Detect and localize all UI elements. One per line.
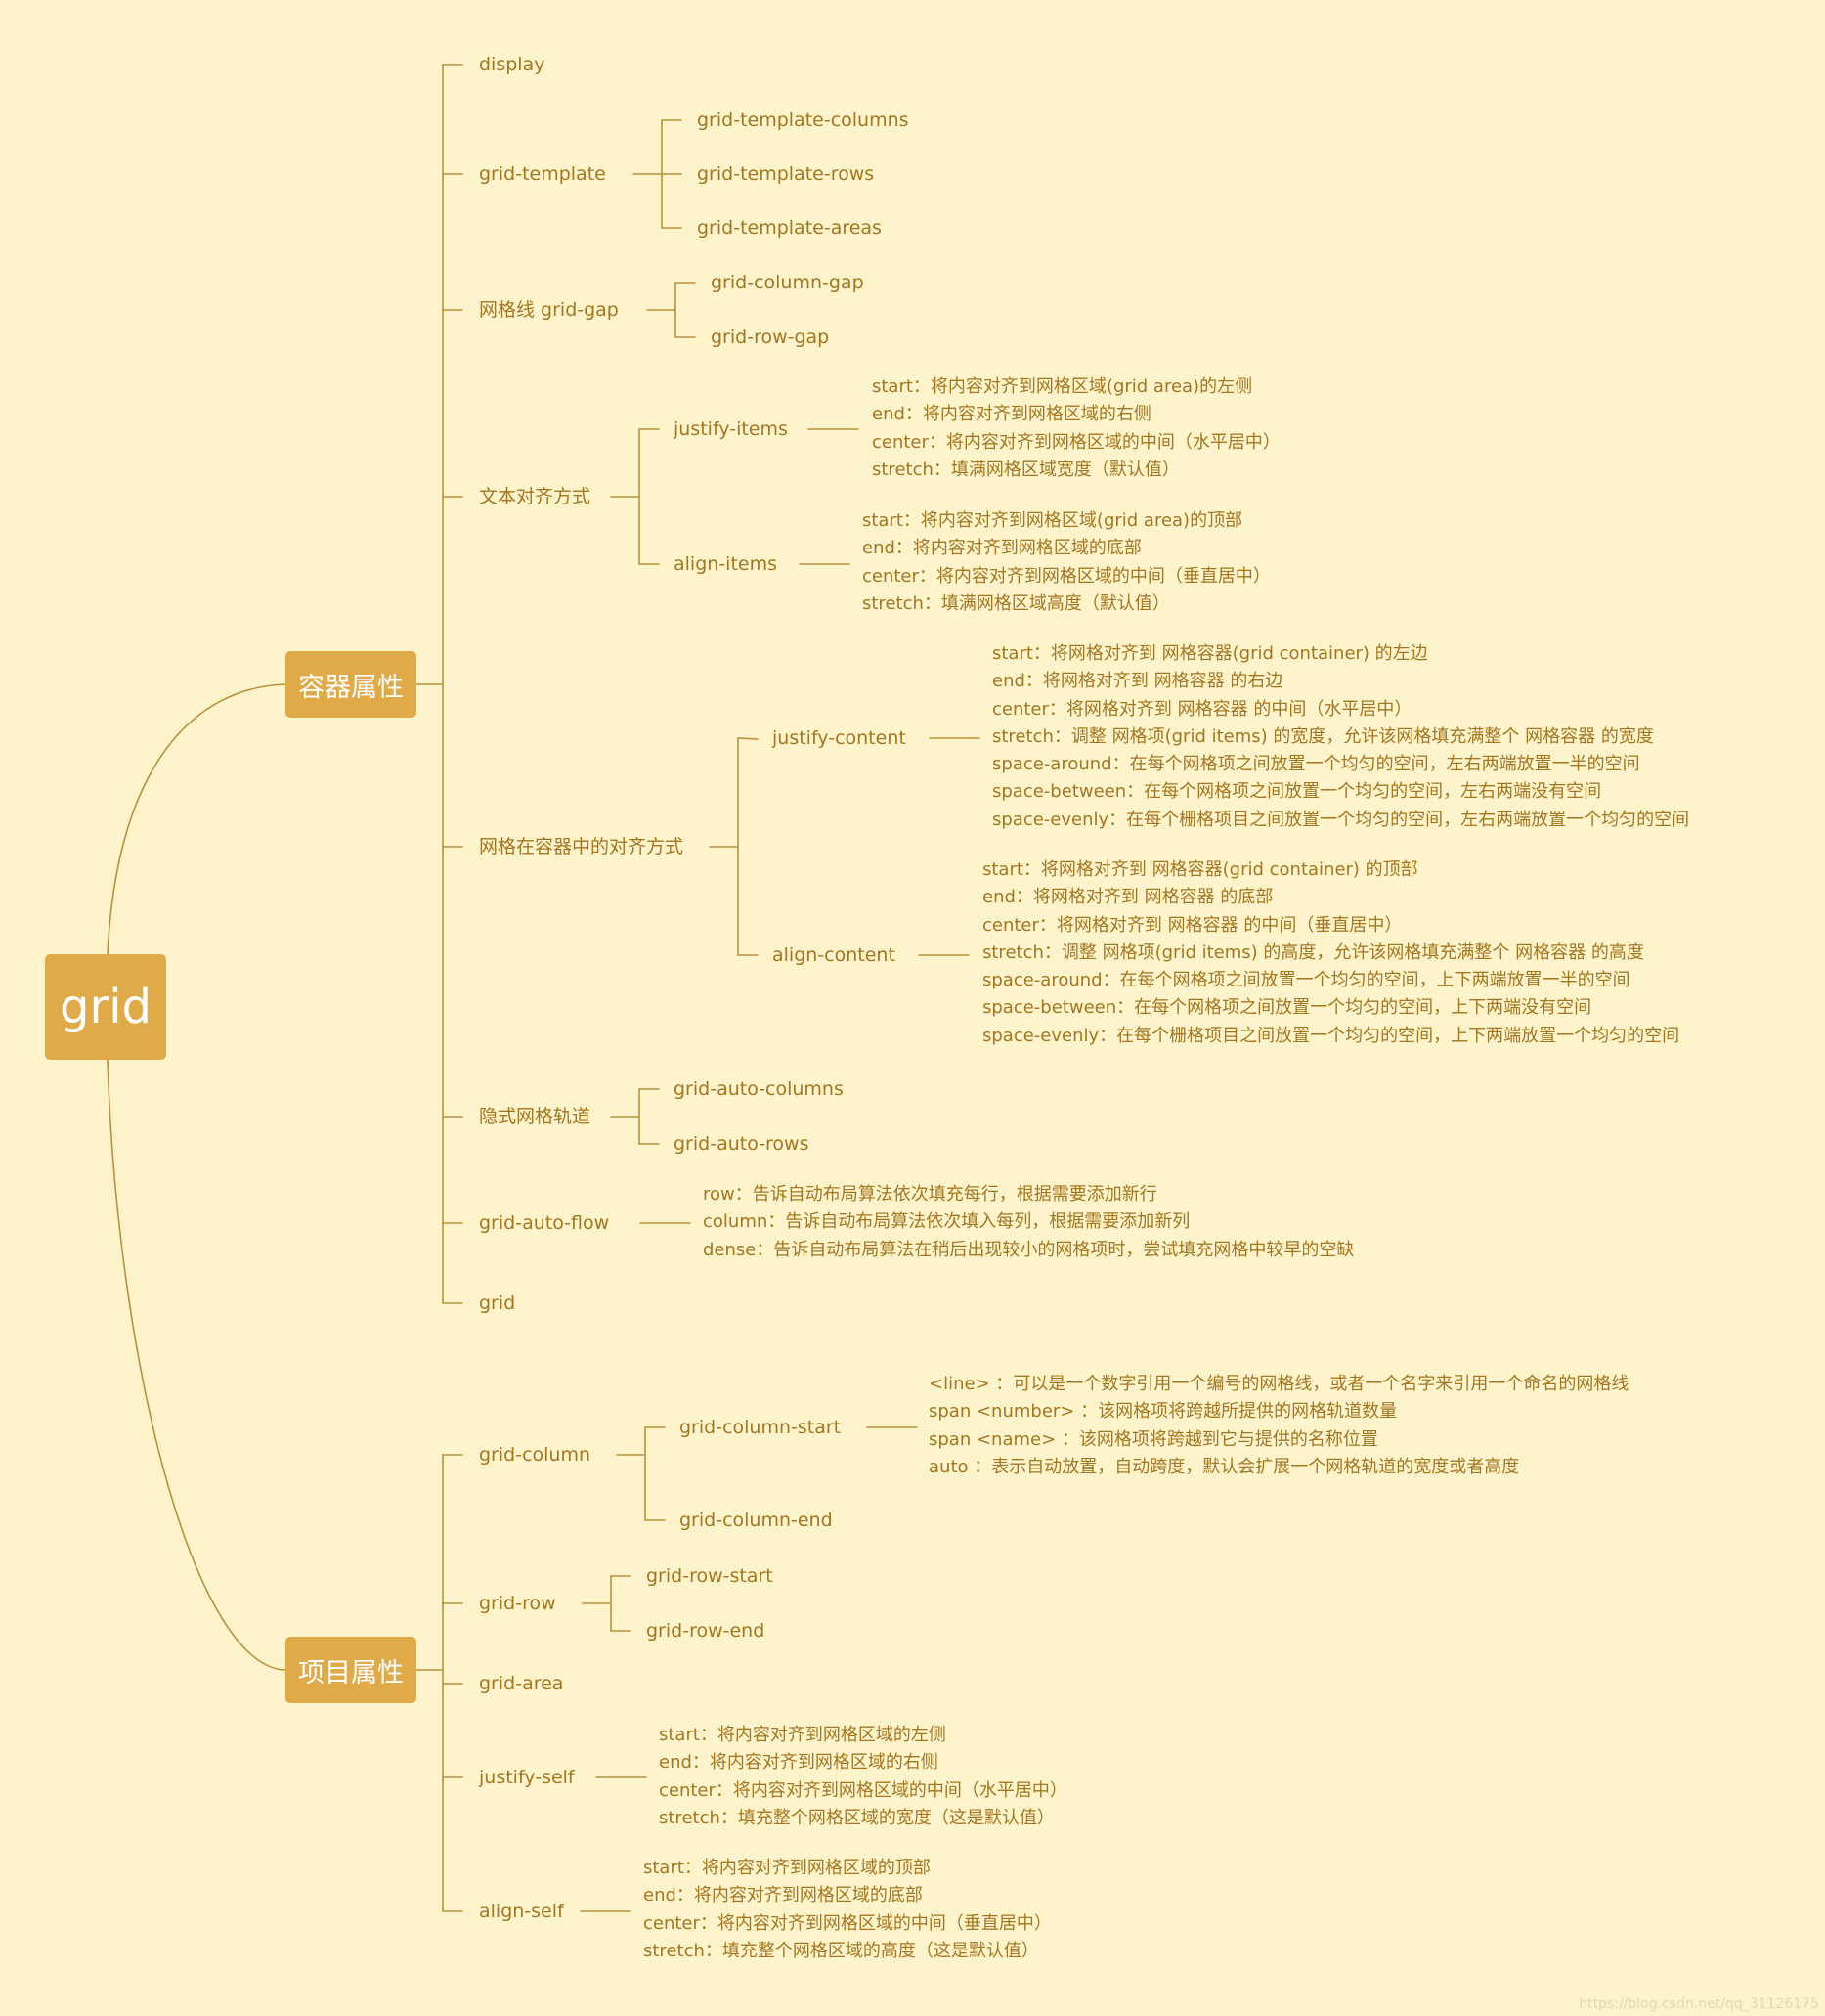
value-line: space-evenly：在每个栅格项目之间放置一个均匀的空间，上下两端放置一个… bbox=[982, 1025, 1680, 1046]
value-line: stretch：填满网格区域高度（默认值） bbox=[862, 592, 1170, 614]
node-grid-alignment[interactable]: 网格在容器中的对齐方式 bbox=[479, 836, 684, 857]
connector-root-container bbox=[107, 683, 286, 955]
node-grid-auto-flow[interactable]: grid-auto-flow bbox=[479, 1212, 610, 1234]
grid-column-start-values: <line> ：可以是一个数字引用一个编号的网格线，或者一个名字来引用一个命名的… bbox=[929, 1371, 1629, 1481]
node-grid[interactable]: grid bbox=[479, 1293, 516, 1314]
node-justify-content[interactable]: justify-content bbox=[772, 727, 906, 749]
value-line: stretch：调整 网格项(grid items) 的高度，允许该网格填充满整… bbox=[982, 942, 1644, 963]
value-line: start：将内容对齐到网格区域的顶部 bbox=[643, 1858, 931, 1878]
node-grid-row-gap[interactable]: grid-row-gap bbox=[711, 327, 830, 348]
value-line: end：将内容对齐到网格区域的底部 bbox=[643, 1885, 923, 1906]
align-self-values: start：将内容对齐到网格区域的顶部 end：将内容对齐到网格区域的底部 ce… bbox=[643, 1855, 1052, 1965]
node-grid-column-end[interactable]: grid-column-end bbox=[679, 1510, 833, 1531]
node-grid-row[interactable]: grid-row bbox=[479, 1593, 556, 1614]
value-line: span <name> ：该网格项将跨越到它与提供的名称位置 bbox=[929, 1428, 1378, 1450]
node-grid-template[interactable]: grid-template bbox=[479, 163, 606, 185]
node-grid-row-end[interactable]: grid-row-end bbox=[646, 1620, 765, 1642]
value-line: space-evenly：在每个栅格项目之间放置一个均匀的空间，左右两端放置一个… bbox=[992, 809, 1690, 830]
value-line: start：将网格对齐到 网格容器(grid container) 的左边 bbox=[992, 643, 1428, 664]
value-line: stretch：填充整个网格区域的宽度（这是默认值） bbox=[659, 1807, 1055, 1828]
value-line: center：将内容对齐到网格区域的中间（垂直居中） bbox=[643, 1912, 1052, 1934]
node-grid-auto-columns[interactable]: grid-auto-columns bbox=[674, 1078, 844, 1100]
value-line: center：将网格对齐到 网格容器 的中间（垂直居中） bbox=[982, 914, 1403, 936]
node-display[interactable]: display bbox=[479, 54, 545, 75]
value-line: space-around：在每个网格项之间放置一个均匀的空间，左右两端放置一半的… bbox=[992, 754, 1640, 775]
watermark: https://blog.csdn.net/qq_31126175 bbox=[1579, 1996, 1819, 2012]
node-grid-column-gap[interactable]: grid-column-gap bbox=[711, 272, 864, 293]
value-line: stretch：填满网格区域宽度（默认值） bbox=[872, 459, 1180, 480]
justify-content-values: start：将网格对齐到 网格容器(grid container) 的左边 en… bbox=[992, 640, 1689, 834]
value-line: space-around：在每个网格项之间放置一个均匀的空间，上下两端放置一半的… bbox=[982, 970, 1630, 991]
node-justify-self[interactable]: justify-self bbox=[479, 1767, 575, 1788]
node-align-self[interactable]: align-self bbox=[479, 1901, 564, 1922]
node-align-items[interactable]: align-items bbox=[674, 553, 777, 575]
node-grid-column-start[interactable]: grid-column-start bbox=[679, 1417, 842, 1438]
node-grid-gap[interactable]: 网格线 grid-gap bbox=[479, 299, 619, 321]
node-grid-auto-rows[interactable]: grid-auto-rows bbox=[674, 1133, 809, 1155]
item-properties-node[interactable]: 项目属性 bbox=[285, 1637, 416, 1703]
node-grid-template-areas[interactable]: grid-template-areas bbox=[697, 217, 882, 239]
node-grid-column[interactable]: grid-column bbox=[479, 1444, 591, 1466]
justify-self-values: start：将内容对齐到网格区域的左侧 end：将内容对齐到网格区域的右侧 ce… bbox=[659, 1722, 1067, 1832]
node-align-content[interactable]: align-content bbox=[772, 944, 895, 966]
value-line: end：将内容对齐到网格区域的右侧 bbox=[659, 1752, 938, 1774]
value-line: <line> ：可以是一个数字引用一个编号的网格线，或者一个名字来引用一个命名的… bbox=[929, 1374, 1629, 1394]
node-grid-area[interactable]: grid-area bbox=[479, 1673, 564, 1694]
value-line: center：将内容对齐到网格区域的中间（垂直居中） bbox=[862, 565, 1271, 587]
value-line: end：将网格对齐到 网格容器 的底部 bbox=[982, 887, 1274, 908]
value-line: stretch：填充整个网格区域的高度（这是默认值） bbox=[643, 1940, 1039, 1961]
node-justify-items[interactable]: justify-items bbox=[674, 418, 788, 440]
root-node[interactable]: grid bbox=[45, 954, 166, 1060]
justify-items-values: start：将内容对齐到网格区域(grid area)的左侧 end：将内容对齐… bbox=[872, 373, 1281, 484]
value-line: row：告诉自动布局算法依次填充每行，根据需要添加新行 bbox=[703, 1184, 1157, 1205]
value-line: start：将内容对齐到网格区域(grid area)的顶部 bbox=[862, 510, 1243, 531]
align-items-values: start：将内容对齐到网格区域(grid area)的顶部 end：将内容对齐… bbox=[862, 507, 1271, 618]
node-text-alignment[interactable]: 文本对齐方式 bbox=[479, 486, 591, 507]
value-line: center：将内容对齐到网格区域的中间（水平居中） bbox=[872, 431, 1281, 453]
value-line: span <number> ：该网格项将跨越所提供的网格轨道数量 bbox=[929, 1401, 1398, 1423]
value-line: start：将内容对齐到网格区域的左侧 bbox=[659, 1725, 946, 1745]
value-line: center：将内容对齐到网格区域的中间（水平居中） bbox=[659, 1779, 1067, 1801]
node-grid-row-start[interactable]: grid-row-start bbox=[646, 1565, 773, 1587]
value-line: center：将网格对齐到 网格容器 的中间（水平居中） bbox=[992, 698, 1412, 720]
value-line: space-between：在每个网格项之间放置一个均匀的空间，上下两端没有空间 bbox=[982, 997, 1592, 1019]
grid-auto-flow-values: row：告诉自动布局算法依次填充每行，根据需要添加新行 column：告诉自动布… bbox=[703, 1181, 1354, 1264]
value-line: stretch：调整 网格项(grid items) 的宽度，允许该网格填充满整… bbox=[992, 725, 1654, 747]
align-content-values: start：将网格对齐到 网格容器(grid container) 的顶部 en… bbox=[982, 856, 1679, 1050]
container-properties-node[interactable]: 容器属性 bbox=[285, 651, 416, 718]
value-line: auto ：表示自动放置，自动跨度，默认会扩展一个网格轨道的宽度或者高度 bbox=[929, 1456, 1520, 1477]
value-line: end：将内容对齐到网格区域的右侧 bbox=[872, 404, 1151, 425]
connector-root-item bbox=[107, 1059, 286, 1671]
value-line: dense：告诉自动布局算法在稍后出现较小的网格项时，尝试填充网格中较早的空缺 bbox=[703, 1239, 1355, 1260]
node-implicit-tracks[interactable]: 隐式网格轨道 bbox=[479, 1106, 591, 1127]
value-line: space-between：在每个网格项之间放置一个均匀的空间，左右两端没有空间 bbox=[992, 781, 1602, 803]
node-grid-template-columns[interactable]: grid-template-columns bbox=[697, 110, 909, 131]
value-line: start：将内容对齐到网格区域(grid area)的左侧 bbox=[872, 376, 1253, 397]
value-line: end：将网格对齐到 网格容器 的右边 bbox=[992, 671, 1283, 692]
value-line: column：告诉自动布局算法依次填入每列，根据需要添加新列 bbox=[703, 1211, 1191, 1233]
node-grid-template-rows[interactable]: grid-template-rows bbox=[697, 163, 875, 185]
value-line: start：将网格对齐到 网格容器(grid container) 的顶部 bbox=[982, 859, 1418, 880]
value-line: end：将内容对齐到网格区域的底部 bbox=[862, 538, 1142, 559]
